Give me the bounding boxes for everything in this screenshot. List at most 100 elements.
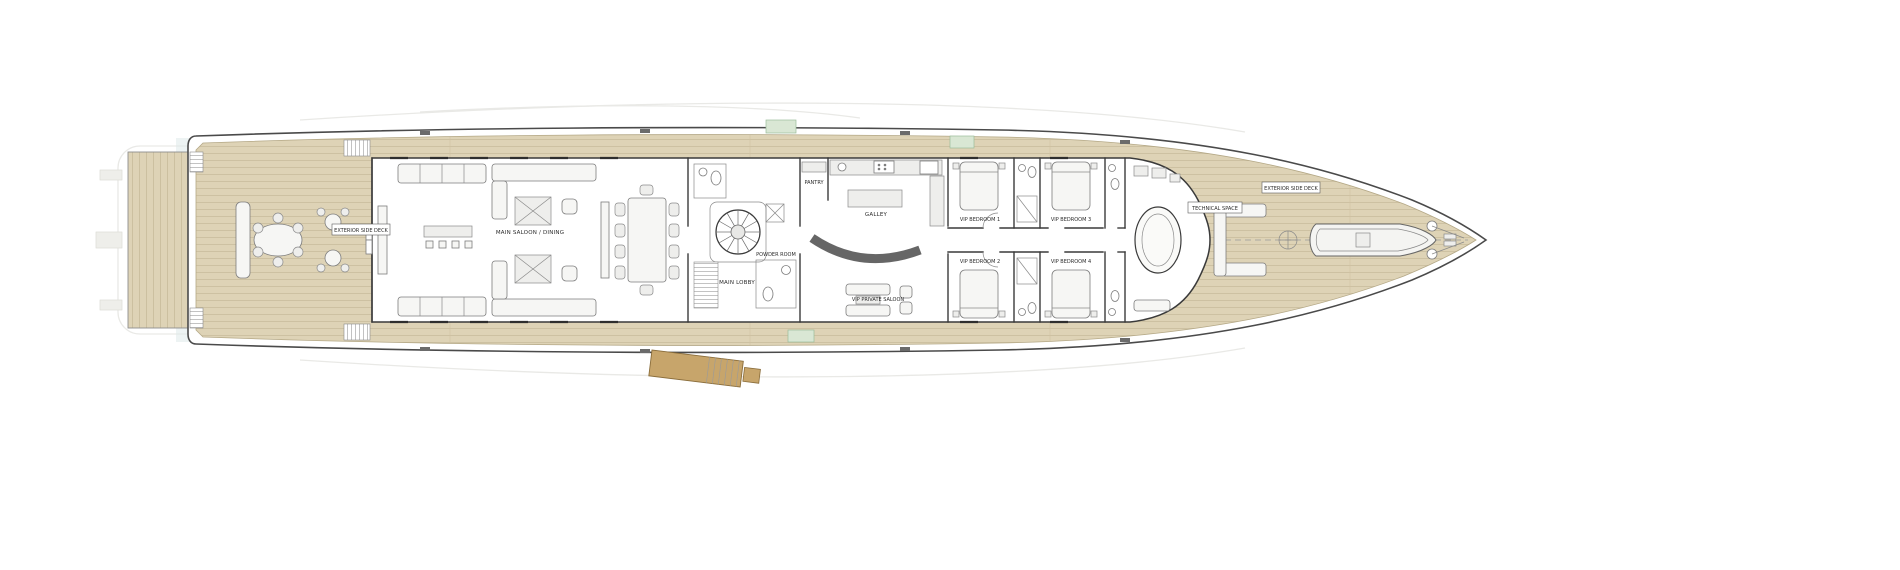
- label-box: [1261, 181, 1321, 194]
- galley-island: [847, 189, 903, 208]
- spa-tub-inner: [1141, 213, 1175, 267]
- bed: [1051, 161, 1091, 211]
- pantry-counter: [801, 161, 827, 173]
- stairs-down: [693, 261, 719, 309]
- galley-pantry: [799, 157, 945, 323]
- bed: [959, 269, 999, 319]
- cleat: [640, 349, 650, 353]
- sink: [1108, 308, 1116, 316]
- dining-table: [627, 197, 667, 283]
- dining-chair: [614, 244, 626, 259]
- dining-chair: [639, 284, 654, 296]
- locker-box: [765, 119, 797, 134]
- label-vip-bedroom-1: VIP BEDROOM 1: [960, 217, 1000, 223]
- equipment: [1169, 173, 1181, 183]
- passerelle-plank: [648, 349, 744, 388]
- serving-counter: [809, 234, 922, 264]
- cabins: [947, 157, 1126, 323]
- galley-sink: [837, 162, 847, 172]
- fridge: [919, 160, 939, 175]
- toilet: [762, 286, 774, 302]
- stern-fender-stbd: [99, 299, 123, 311]
- sink: [1018, 164, 1026, 172]
- main-lobby: [687, 157, 797, 323]
- dining-chair: [614, 265, 626, 280]
- bar-console: [423, 225, 473, 238]
- aft-chair: [340, 207, 350, 217]
- nightstand: [952, 162, 960, 170]
- passerelle-landing: [742, 366, 761, 384]
- vip-table: [855, 295, 881, 305]
- equipment: [1133, 165, 1149, 177]
- aft-deck-furniture: [235, 139, 371, 341]
- dining-chair: [668, 223, 680, 238]
- aft-chair: [252, 222, 264, 234]
- bar-stool: [425, 240, 434, 249]
- tender-console: [1355, 232, 1371, 248]
- stair-enclosure: [709, 201, 767, 263]
- tender: [1309, 223, 1437, 257]
- toilet: [1110, 178, 1120, 190]
- aft-chair: [272, 256, 284, 268]
- label-vip-bedroom-2: VIP BEDROOM 2: [960, 259, 1000, 265]
- aft-dining-table: [253, 223, 303, 257]
- nightstand: [1090, 310, 1098, 318]
- vip-sofa: [845, 283, 891, 296]
- aft-chair: [316, 207, 326, 217]
- chain-stopper: [1443, 240, 1457, 247]
- sideboard: [600, 201, 610, 279]
- swim-platform: [127, 151, 191, 329]
- aft-chair: [252, 246, 264, 258]
- label-side-deck-fwd: EXTERIOR SIDE DECK: [1264, 186, 1318, 192]
- bed: [959, 161, 999, 211]
- cleat: [1120, 140, 1130, 144]
- labels: EXTERIOR SIDE DECK MAIN SALOON / DINING …: [331, 180, 1321, 303]
- cleat: [1120, 338, 1130, 342]
- sink: [698, 167, 708, 177]
- label-powder-room: POWDER ROOM: [756, 252, 796, 258]
- sink: [781, 265, 791, 275]
- spa-tub: [1134, 206, 1182, 274]
- sectional-return-bottom: [491, 260, 508, 300]
- deck-lockers: [765, 119, 975, 343]
- nightstand: [952, 310, 960, 318]
- dining-chair: [668, 202, 680, 217]
- locker-box: [949, 135, 975, 149]
- elevator: [765, 203, 785, 223]
- tender-inner: [1315, 228, 1429, 252]
- sliding-door-leaf: [365, 239, 373, 255]
- nightstand: [1090, 162, 1098, 170]
- label-main-saloon: MAIN SALOON / DINING: [496, 230, 564, 236]
- toilet: [1027, 302, 1037, 314]
- windows: [390, 156, 1068, 324]
- galley-counter-side: [929, 175, 945, 227]
- side-deck-stair: [343, 323, 371, 341]
- side-table: [324, 249, 342, 267]
- nightstand: [998, 162, 1006, 170]
- cleat: [900, 131, 910, 135]
- dining-chair: [614, 223, 626, 238]
- transom-stair-top: [189, 151, 204, 173]
- aft-chair: [316, 263, 326, 273]
- nightstand: [1044, 310, 1052, 318]
- forward-suite: [1133, 165, 1182, 312]
- label-main-lobby: MAIN LOBBY: [719, 280, 755, 286]
- powder-room-wall: [755, 259, 797, 309]
- toilet: [1110, 290, 1120, 302]
- label-vip-bedroom-4: VIP BEDROOM 4: [1051, 259, 1091, 265]
- dining-chair: [614, 202, 626, 217]
- cleat: [640, 129, 650, 133]
- vip-armchair: [899, 301, 913, 315]
- label-pantry: PANTRY: [804, 180, 824, 186]
- aft-chair: [340, 263, 350, 273]
- vip-saloon: [845, 283, 913, 317]
- dining-chair: [639, 184, 654, 196]
- aft-chair: [292, 222, 304, 234]
- vip-armchair: [899, 285, 913, 299]
- locker-box: [787, 329, 815, 343]
- passerelle: [648, 349, 761, 388]
- fore-seating: [1213, 203, 1227, 277]
- sectional-sofa-bottom: [491, 298, 597, 317]
- bar-stool: [451, 240, 460, 249]
